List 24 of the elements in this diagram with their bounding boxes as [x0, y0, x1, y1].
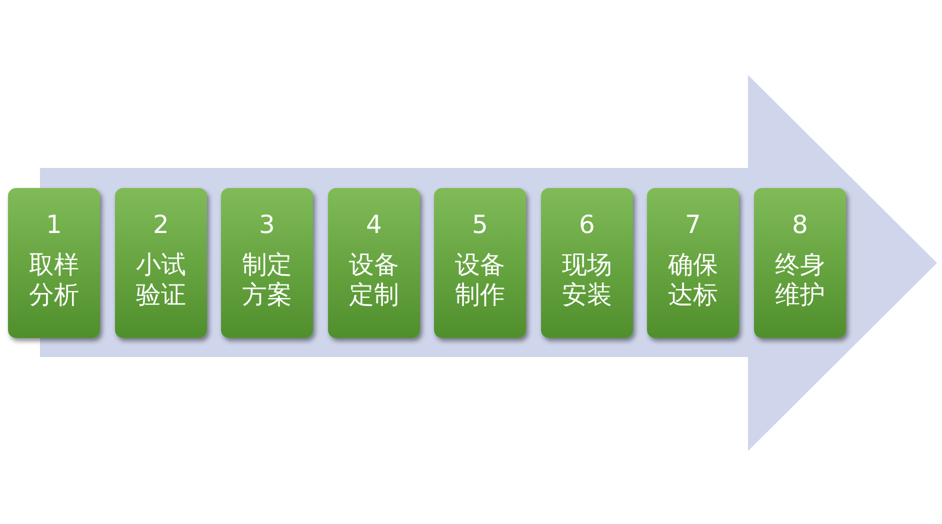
step-box — [541, 188, 633, 338]
step-label: 设备定制 — [348, 250, 400, 310]
step-label: 制定方案 — [241, 250, 293, 310]
step-label: 终身维护 — [774, 250, 826, 310]
step-box — [328, 188, 420, 338]
step-number: 5 — [472, 210, 488, 240]
step-number: 1 — [46, 210, 62, 240]
step-label: 取样分析 — [28, 250, 80, 310]
step-number: 8 — [792, 210, 808, 240]
step-label: 设备制作 — [454, 250, 506, 310]
step-label: 现场安装 — [561, 250, 613, 310]
step-label: 小试验证 — [135, 250, 187, 310]
step-number: 2 — [153, 210, 169, 240]
step-number: 6 — [579, 210, 595, 240]
step-number: 4 — [366, 210, 382, 240]
step-label: 确保达标 — [667, 250, 719, 310]
step-box — [8, 188, 100, 338]
step-box — [221, 188, 313, 338]
step-number: 7 — [685, 210, 701, 240]
step-number: 3 — [259, 210, 275, 240]
step-box — [754, 188, 846, 338]
step-box — [647, 188, 739, 338]
step-box — [434, 188, 526, 338]
step-box — [115, 188, 207, 338]
